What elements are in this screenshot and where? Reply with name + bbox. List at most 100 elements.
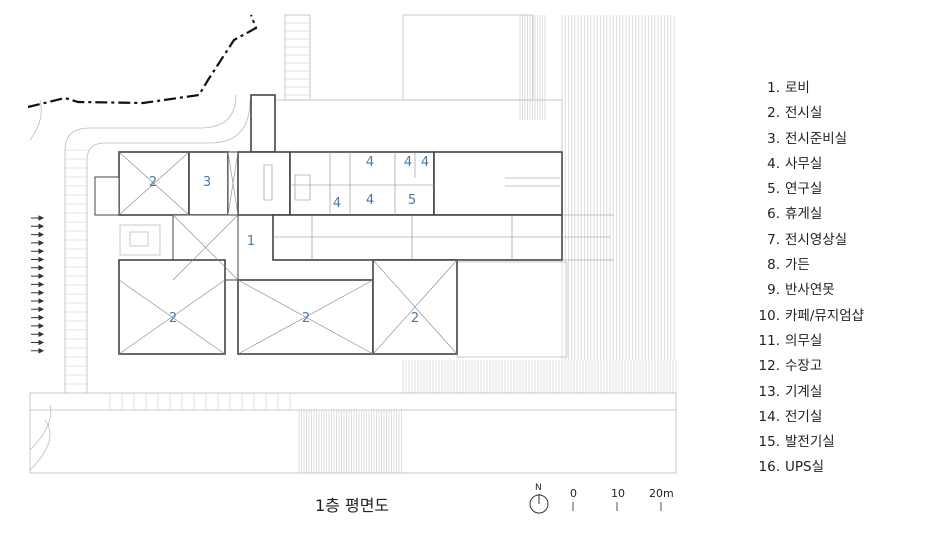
room-label: 2 bbox=[411, 311, 419, 326]
legend-room-name: 사무실 bbox=[785, 155, 823, 172]
legend-room-name: 전기실 bbox=[785, 408, 823, 425]
legend-item: 2.전시실 bbox=[752, 103, 864, 128]
legend-room-name: UPS실 bbox=[785, 459, 825, 476]
corridor bbox=[272, 214, 563, 261]
room-exhibition-sw bbox=[118, 259, 226, 355]
legend-item: 12.수장고 bbox=[752, 356, 864, 381]
plaza bbox=[271, 99, 563, 153]
legend-room-name: 발전기실 bbox=[785, 434, 835, 451]
pavement bbox=[29, 392, 677, 474]
legend-room-name: 전시준비실 bbox=[785, 130, 848, 147]
scale-label-20: 20m bbox=[649, 487, 674, 500]
office-block bbox=[289, 151, 435, 216]
site-boundary-line bbox=[27, 14, 258, 109]
room-label: 5 bbox=[408, 193, 416, 208]
north-arrow-icon: N bbox=[529, 483, 549, 514]
arrow-icon bbox=[31, 215, 45, 221]
terrace bbox=[456, 261, 568, 358]
legend-number: 4. bbox=[767, 155, 780, 172]
arrow-icon bbox=[31, 223, 45, 230]
arrow-icon bbox=[31, 231, 45, 238]
legend-item: 9. 반사연못 bbox=[752, 280, 864, 305]
legend-number: 9. bbox=[767, 282, 780, 299]
garden-area bbox=[402, 14, 534, 101]
legend-room-name: 의무실 bbox=[785, 332, 823, 349]
arrow-icon bbox=[31, 298, 45, 304]
room-label: 4 bbox=[421, 155, 429, 170]
legend-number: 15. bbox=[758, 434, 780, 451]
legend-room-name: 카페/뮤지엄샵 bbox=[785, 307, 865, 324]
legend-number: 1. bbox=[767, 80, 780, 96]
legend-room-name: 반사연못 bbox=[785, 282, 835, 299]
legend-number: 13. bbox=[758, 383, 780, 400]
arrow-icon bbox=[31, 339, 45, 346]
arrow-icon bbox=[31, 264, 45, 271]
legend-room-name: 연구실 bbox=[785, 181, 823, 198]
legend-number: 14. bbox=[758, 408, 780, 425]
legend-item: 10. 카페/뮤지엄샵 bbox=[752, 306, 865, 331]
parking-arrows bbox=[31, 215, 45, 354]
legend-item: 15. 발전기실 bbox=[752, 432, 864, 457]
drawing-title: 1층 평면도 bbox=[315, 496, 390, 515]
road-curve bbox=[29, 404, 52, 471]
arrow-icon bbox=[31, 248, 45, 255]
tower bbox=[250, 94, 276, 153]
legend-room-name: 기계실 bbox=[785, 383, 823, 400]
room-label: 2 bbox=[169, 311, 177, 326]
arrow-icon bbox=[31, 273, 45, 279]
arrow-icon bbox=[31, 289, 45, 296]
room-label: 2 bbox=[149, 175, 157, 190]
reflecting-pool-inner bbox=[129, 231, 149, 247]
legend-room-name: 가든 bbox=[785, 257, 810, 274]
landscape-stripes bbox=[65, 14, 677, 473]
arrow-icon bbox=[31, 314, 45, 321]
legend-number: 5. bbox=[767, 181, 780, 198]
legend-item: 3. 전시준비실 bbox=[752, 129, 864, 154]
legend-number: 8. bbox=[767, 257, 780, 274]
building bbox=[94, 94, 563, 355]
scale-bar bbox=[572, 502, 662, 511]
legend-number: 16. bbox=[758, 459, 780, 476]
room-label: 1 bbox=[247, 234, 255, 249]
arrow-icon bbox=[31, 306, 45, 313]
road-curb bbox=[64, 94, 237, 393]
road-curb bbox=[86, 99, 251, 393]
arrow-icon bbox=[31, 256, 45, 263]
arrow-icon bbox=[31, 347, 45, 354]
legend-number: 10. bbox=[758, 307, 780, 324]
small-block bbox=[94, 176, 120, 216]
room-label: 3 bbox=[203, 175, 211, 190]
room-label: 2 bbox=[302, 311, 310, 326]
legend-item: 4. 사무실 bbox=[752, 154, 864, 179]
legend-item: 16. UPS실 bbox=[752, 457, 864, 482]
legend-item: 8. 가든 bbox=[752, 255, 864, 280]
east-block bbox=[433, 151, 563, 216]
road-curb bbox=[29, 99, 42, 141]
arrow-icon bbox=[31, 331, 45, 338]
legend-number: 6. bbox=[767, 206, 780, 223]
legend-number: 2. bbox=[767, 105, 780, 122]
legend-item: 11. 의무실 bbox=[752, 331, 864, 356]
room-label: 4 bbox=[404, 155, 412, 170]
north-label: N bbox=[535, 483, 542, 493]
legend-item: 1. 로비 bbox=[752, 78, 864, 103]
arrow-icon bbox=[31, 281, 45, 288]
scale-label-0: 0 bbox=[570, 487, 577, 500]
legend-item: 6. 휴게실 bbox=[752, 204, 864, 229]
legend-item: 5. 연구실 bbox=[752, 179, 864, 204]
room-label: 4 bbox=[366, 193, 374, 208]
legend-number: 3. bbox=[767, 130, 780, 147]
legend-room-name: 전시영상실 bbox=[785, 231, 848, 248]
legend-room-name: 휴게실 bbox=[785, 206, 823, 223]
room-label: 4 bbox=[366, 155, 374, 170]
room-prep bbox=[188, 151, 229, 216]
legend-item: 13. 기계실 bbox=[752, 382, 864, 407]
legend-number: 7. bbox=[767, 231, 780, 248]
legend-number: 12. bbox=[758, 358, 780, 375]
legend-number: 11. bbox=[758, 332, 780, 349]
legend-room-name: 로비 bbox=[785, 80, 810, 96]
arrow-icon bbox=[31, 323, 45, 329]
reflecting-pool bbox=[119, 224, 161, 256]
